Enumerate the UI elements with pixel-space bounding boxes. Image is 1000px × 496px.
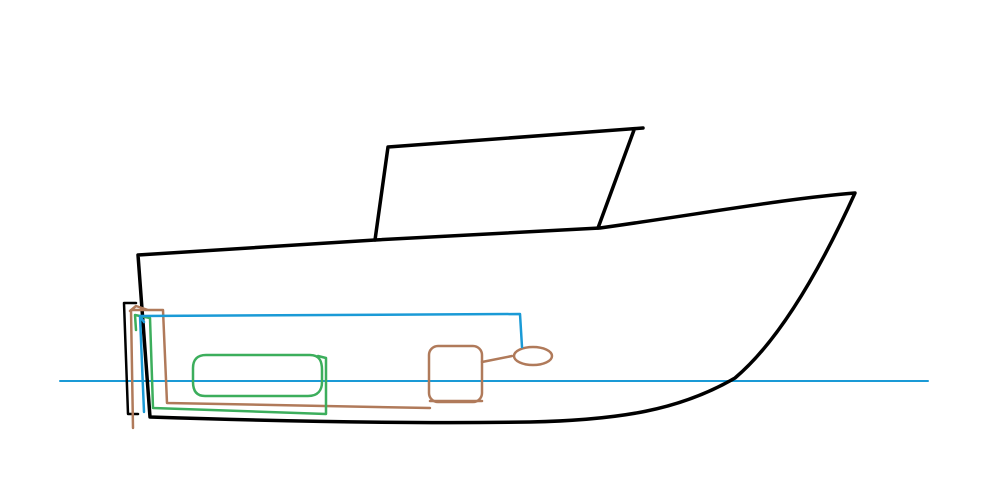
blue-pipe — [138, 312, 524, 414]
green-pipe — [133, 313, 328, 416]
hull-outline — [136, 191, 857, 425]
green-tank — [191, 353, 324, 398]
cabin — [373, 126, 645, 242]
brown-filter-box — [427, 344, 484, 404]
brown-oval — [512, 345, 554, 367]
